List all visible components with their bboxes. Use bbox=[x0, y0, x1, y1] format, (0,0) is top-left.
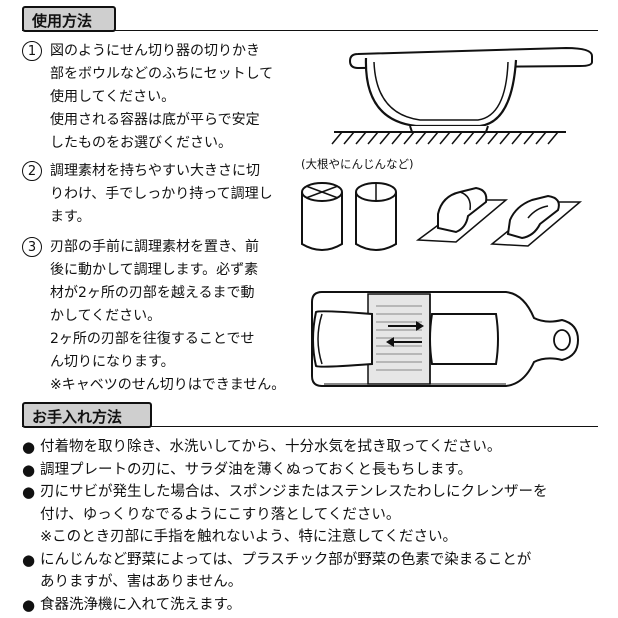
care-section-title: お手入れ方法 bbox=[22, 402, 152, 428]
care-item-text: 食器洗浄機に入れて洗えます。 bbox=[40, 596, 242, 613]
care-item-note: ※このとき刃部に手指を触れないよう、特に注意してください。 bbox=[22, 526, 548, 549]
step-number-3: 3 bbox=[22, 237, 42, 257]
step-number-1: 1 bbox=[22, 41, 42, 61]
step-3-line: 刃部の手前に調理素材を置き、前 bbox=[50, 239, 260, 255]
care-item-continuation: ありますが、害はありません。 bbox=[22, 571, 548, 594]
vegetable-pieces-illustration bbox=[301, 182, 583, 251]
usage-step-2: 2 調理素材を持ちやすい大きさに切 りわけ、手でしっかり持って調理し ます。 bbox=[22, 160, 273, 229]
step-3-line: ん切りになります。 bbox=[50, 354, 175, 370]
care-item: ● 刃にサビが発生した場合は、スポンジまたはステンレスたわしにクレンザーを bbox=[22, 481, 548, 504]
care-item: ● 調理プレートの刃に、サラダ油を薄くぬっておくと長もちします。 bbox=[22, 459, 548, 482]
step-2-line: 調理素材を持ちやすい大きさに切 bbox=[50, 163, 260, 179]
bullet: ● bbox=[22, 460, 36, 479]
bullet: ● bbox=[22, 595, 36, 614]
care-item-text: 付け、ゆっくりなでるようにこすり落としてください。 bbox=[40, 506, 401, 523]
care-item: ● 付着物を取り除き、水洗いしてから、十分水気を拭き取ってください。 bbox=[22, 436, 548, 459]
usage-section-title: 使用方法 bbox=[22, 6, 116, 32]
step-3-line: ※キャベツのせん切りはできません。 bbox=[50, 377, 286, 393]
care-item-text: ありますが、害はありません。 bbox=[40, 574, 243, 590]
care-divider bbox=[22, 426, 598, 427]
step-3-line: 後に動かして調理します。必ず素 bbox=[50, 262, 259, 278]
step-3-line: 材が2ヶ所の刃部を越えるまで動 bbox=[50, 285, 255, 301]
step-2-line: りわけ、手でしっかり持って調理し bbox=[50, 186, 273, 202]
usage-step-3: 3 刃部の手前に調理素材を置き、前 後に動かして調理します。必ず素 材が2ヶ所の… bbox=[22, 236, 285, 397]
care-item-continuation: 付け、ゆっくりなでるようにこすり落としてください。 bbox=[22, 504, 548, 527]
illustration-caption: (大根やにんじんなど) bbox=[301, 157, 414, 171]
step-2-line: ます。 bbox=[50, 209, 91, 225]
step-3-line: 2ヶ所の刃部を往復することでせ bbox=[50, 331, 255, 347]
bullet: ● bbox=[22, 550, 36, 569]
usage-divider bbox=[22, 30, 598, 31]
care-item-text: ※このとき刃部に手指を触れないよう、特に注意してください。 bbox=[40, 529, 457, 545]
care-item-text: 付着物を取り除き、水洗いしてから、十分水気を拭き取ってください。 bbox=[40, 439, 502, 455]
care-item-text: 調理プレートの刃に、サラダ油を薄くぬっておくと長もちします。 bbox=[40, 461, 472, 478]
step-1-line: 使用してください。 bbox=[50, 89, 176, 105]
step-1-line: したものをお選びください。 bbox=[50, 135, 232, 151]
bullet: ● bbox=[22, 438, 36, 456]
step-1-line: 使用される容器は底が平らで安定 bbox=[50, 112, 260, 128]
care-item: ● にんじんなど野菜によっては、プラスチック部が野菜の色素で染まることが bbox=[22, 549, 548, 572]
care-item: ● 食器洗浄機に入れて洗えます。 bbox=[22, 594, 548, 617]
usage-step-1: 1 図のようにせん切り器の切りかき 部をボウルなどのふちにセットして 使用してく… bbox=[22, 40, 273, 155]
slicer-top-view-illustration bbox=[311, 291, 580, 387]
care-item-text: にんじんなど野菜によっては、プラスチック部が野菜の色素で染まることが bbox=[40, 551, 532, 568]
care-list: ● 付着物を取り除き、水洗いしてから、十分水気を拭き取ってください。 ● 調理プ… bbox=[22, 436, 548, 616]
bullet: ● bbox=[22, 483, 36, 501]
step-1-line: 部をボウルなどのふちにセットして bbox=[50, 66, 274, 82]
care-item-text: 刃にサビが発生した場合は、スポンジまたはステンレスたわしにクレンザーを bbox=[40, 484, 548, 500]
step-1-line: 図のようにせん切り器の切りかき bbox=[50, 43, 260, 59]
step-3-line: かしてください。 bbox=[50, 308, 162, 324]
bowl-slicer-illustration bbox=[331, 46, 593, 145]
step-number-2: 2 bbox=[22, 161, 42, 181]
